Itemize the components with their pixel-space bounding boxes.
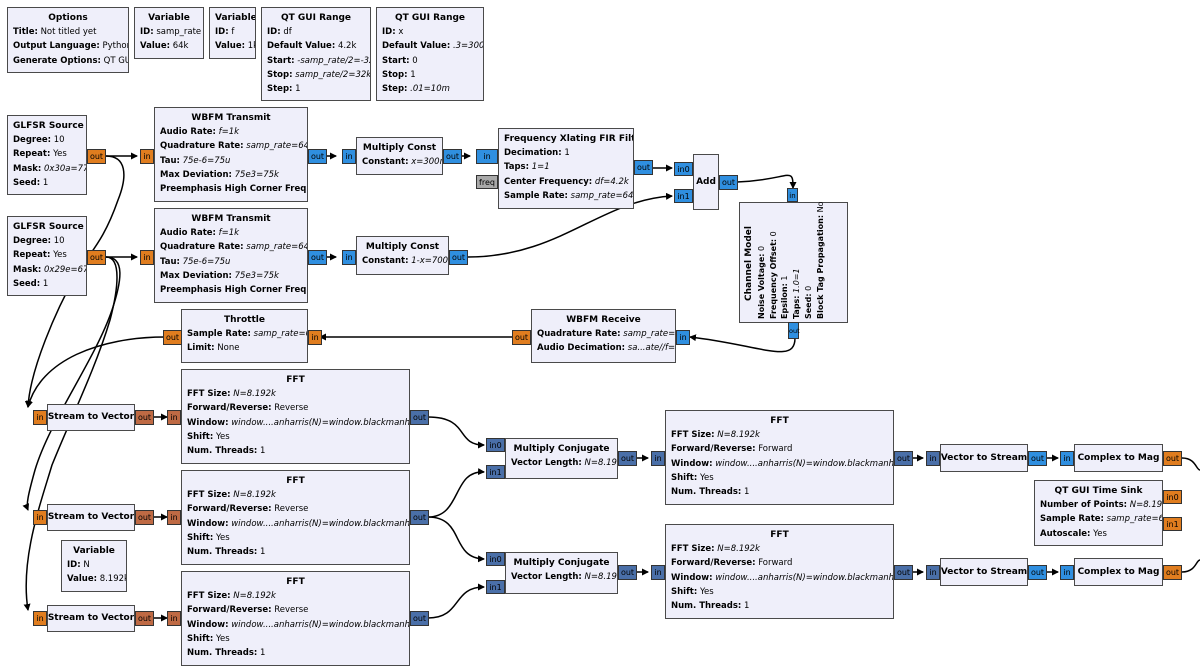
stream-to-vector-2-out-port[interactable]: out (135, 510, 154, 525)
stream-to-vector-1-out-port[interactable]: out (135, 410, 154, 425)
wbfm-transmit-1-block[interactable]: WBFM Transmit Audio Rate: f=1k Quadratur… (154, 107, 308, 202)
fft-4-in-port[interactable]: in (651, 451, 665, 466)
channel-model-out-port[interactable]: out (788, 322, 800, 339)
fft-3-in-port[interactable]: in (167, 611, 181, 626)
wire-channel-wbfmrx (689, 334, 796, 353)
complex-to-mag-1-out-port[interactable]: out (1163, 451, 1182, 466)
qt-gui-time-sink-in0-port[interactable]: in0 (1163, 490, 1182, 504)
complex-to-mag-2-out-port[interactable]: out (1163, 565, 1182, 580)
xlating-filter-freq-port[interactable]: freq (476, 175, 498, 189)
multiply-conjugate-2-in1-port[interactable]: in1 (486, 580, 505, 594)
xlating-filter-in-port[interactable]: in (476, 149, 498, 164)
multiply-const-1-in-port[interactable]: in (342, 149, 356, 164)
vector-to-stream-2-block[interactable]: Vector to Stream (940, 558, 1028, 586)
multiply-const-2-out-port[interactable]: out (449, 250, 468, 265)
fft-3-out-port[interactable]: out (410, 611, 429, 626)
add-out-port[interactable]: out (719, 175, 738, 190)
variable-n-block[interactable]: Variable ID: N Value: 8.192k (61, 540, 127, 592)
options-title: Options (48, 13, 88, 23)
multiply-conjugate-1-in1-port[interactable]: in1 (486, 465, 505, 479)
add-in0-port[interactable]: in0 (674, 162, 693, 176)
wire-mag1-sink (1181, 457, 1200, 471)
stream-to-vector-3-block[interactable]: Stream to Vector (47, 605, 135, 632)
fft-5-out-port[interactable]: out (894, 565, 913, 580)
wire-add-channel (736, 174, 797, 189)
wire-fft3-mconj2 (427, 583, 485, 619)
vector-to-stream-1-out-port[interactable]: out (1028, 451, 1047, 466)
complex-to-mag-1-in-port[interactable]: in (1060, 451, 1074, 466)
xlating-filter-out-port[interactable]: out (634, 160, 653, 175)
fft-4-out-port[interactable]: out (894, 451, 913, 466)
options-block[interactable]: Options Title: Not titled yet Output Lan… (7, 7, 129, 73)
wbfm-transmit-2-in-port[interactable]: in (140, 250, 154, 265)
stream-to-vector-2-in-port[interactable]: in (33, 510, 47, 525)
channel-model-block[interactable]: Channel Model Noise Voltage: 0 Frequency… (739, 202, 848, 323)
fft-1-in-port[interactable]: in (167, 410, 181, 425)
channel-model-in-port[interactable]: in (787, 188, 798, 202)
glfsr-source-2-block[interactable]: GLFSR Source Degree: 10 Repeat: Yes Mask… (7, 216, 87, 296)
wbfm-transmit-1-out-port[interactable]: out (308, 149, 327, 164)
fft-2-in-port[interactable]: in (167, 510, 181, 525)
qt-gui-time-sink-block[interactable]: QT GUI Time Sink Number of Points: N=8.1… (1034, 480, 1163, 546)
wbfm-transmit-2-block[interactable]: WBFM Transmit Audio Rate: f=1k Quadratur… (154, 208, 308, 303)
fft-4-block[interactable]: FFT FFT Size: N=8.192k Forward/Reverse: … (665, 410, 894, 505)
multiply-conjugate-1-block[interactable]: Multiply Conjugate Vector Length: N=8.19… (505, 438, 618, 479)
multiply-const-2-in-port[interactable]: in (342, 250, 356, 265)
multiply-conjugate-2-in0-port[interactable]: in0 (486, 552, 505, 566)
qt-gui-range-df-block[interactable]: QT GUI Range ID: df Default Value: 4.2k … (261, 7, 371, 101)
channel-model-title: Channel Model (744, 226, 754, 301)
stream-to-vector-1-in-port[interactable]: in (33, 410, 47, 425)
complex-to-mag-2-block[interactable]: Complex to Mag (1074, 558, 1163, 586)
wire-fft2-mconj2 (427, 516, 485, 563)
fft-1-block[interactable]: FFT FFT Size: N=8.192k Forward/Reverse: … (181, 369, 410, 464)
vector-to-stream-2-in-port[interactable]: in (926, 565, 940, 580)
wire-mag2-sink (1181, 559, 1200, 573)
vector-to-stream-2-out-port[interactable]: out (1028, 565, 1047, 580)
glfsr-source-1-block[interactable]: GLFSR Source Degree: 10 Repeat: Yes Mask… (7, 115, 87, 195)
add-in1-port[interactable]: in1 (674, 189, 693, 203)
wire-fft1-mconj1 (427, 416, 485, 449)
wbfm-receive-out-port[interactable]: out (512, 330, 531, 345)
stream-to-vector-3-out-port[interactable]: out (135, 611, 154, 626)
fft-2-block[interactable]: FFT FFT Size: N=8.192k Forward/Reverse: … (181, 470, 410, 565)
glfsr-source-1-out-port[interactable]: out (87, 149, 106, 164)
wire-throttle-s2v1 (26, 336, 166, 408)
wbfm-receive-in-port[interactable]: in (676, 330, 690, 345)
throttle-out-port[interactable]: out (163, 330, 182, 345)
fft-3-block[interactable]: FFT FFT Size: N=8.192k Forward/Reverse: … (181, 571, 410, 666)
fft-2-out-port[interactable]: out (410, 510, 429, 525)
multiply-const-1-block[interactable]: Multiply Const Constant: x=300m (356, 137, 443, 175)
multiply-conjugate-1-in0-port[interactable]: in0 (486, 438, 505, 452)
multiply-conjugate-2-out-port[interactable]: out (618, 565, 637, 580)
variable-f-block[interactable]: Variable ID: f Value: 1k (209, 7, 256, 59)
wire-fft2-mconj1 (427, 468, 485, 518)
multiply-conjugate-2-block[interactable]: Multiply Conjugate Vector Length: N=8.19… (505, 552, 618, 594)
fft-5-in-port[interactable]: in (651, 565, 665, 580)
complex-to-mag-2-in-port[interactable]: in (1060, 565, 1074, 580)
complex-to-mag-1-block[interactable]: Complex to Mag (1074, 444, 1163, 472)
stream-to-vector-2-block[interactable]: Stream to Vector (47, 504, 135, 531)
multiply-const-1-out-port[interactable]: out (443, 149, 462, 164)
throttle-block[interactable]: Throttle Sample Rate: samp_rate=64k Limi… (181, 309, 308, 363)
vector-to-stream-1-block[interactable]: Vector to Stream (940, 444, 1028, 472)
stream-to-vector-1-block[interactable]: Stream to Vector (47, 404, 135, 431)
glfsr-source-2-out-port[interactable]: out (87, 250, 106, 265)
fft-5-block[interactable]: FFT FFT Size: N=8.192k Forward/Reverse: … (665, 524, 894, 619)
add-block[interactable]: Add (693, 154, 719, 210)
throttle-in-port[interactable]: in (308, 330, 322, 345)
vector-to-stream-1-in-port[interactable]: in (926, 451, 940, 466)
fft-1-out-port[interactable]: out (410, 410, 429, 425)
stream-to-vector-3-in-port[interactable]: in (33, 611, 47, 626)
wbfm-transmit-2-out-port[interactable]: out (308, 250, 327, 265)
multiply-const-2-block[interactable]: Multiply Const Constant: 1-x=700m (356, 236, 449, 275)
multiply-conjugate-1-out-port[interactable]: out (618, 451, 637, 466)
variable-samp-rate-block[interactable]: Variable ID: samp_rate Value: 64k (134, 7, 204, 59)
wbfm-transmit-1-in-port[interactable]: in (140, 149, 154, 164)
frequency-xlating-fir-filter-block[interactable]: Frequency Xlating FIR Filter Decimation:… (498, 128, 634, 209)
qt-gui-time-sink-in1-port[interactable]: in1 (1163, 517, 1182, 531)
wbfm-receive-block[interactable]: WBFM Receive Quadrature Rate: samp_rate=… (531, 309, 676, 363)
qt-gui-range-x-block[interactable]: QT GUI Range ID: x Default Value: .3=300… (376, 7, 484, 101)
